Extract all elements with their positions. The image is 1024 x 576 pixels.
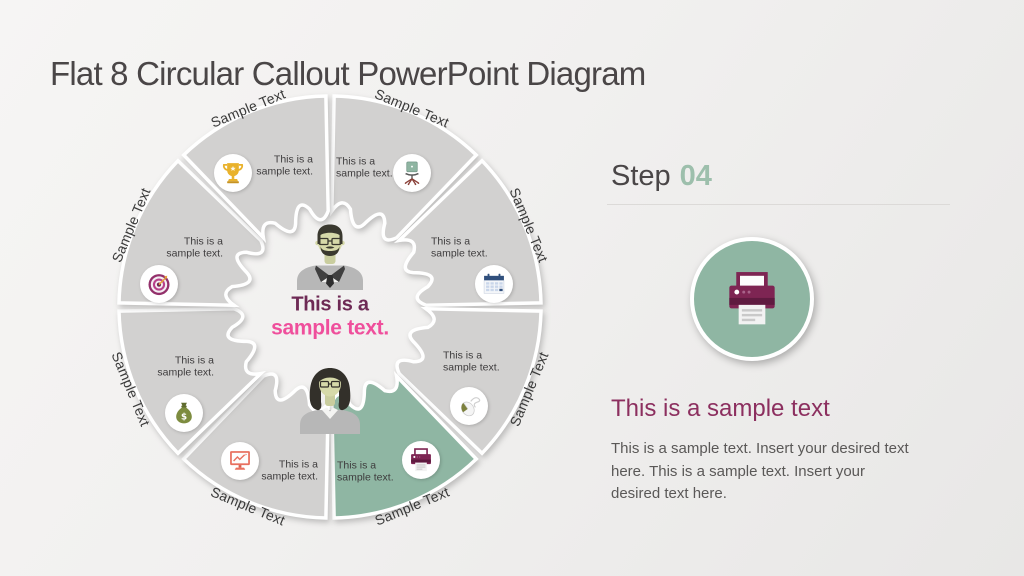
segment-ring xyxy=(117,94,543,520)
center-callout-text: This is a sample text. xyxy=(271,294,389,341)
divider xyxy=(607,204,950,205)
woman-avatar xyxy=(300,368,360,434)
page-title: Flat 8 Circular Callout PowerPoint Diagr… xyxy=(50,55,646,93)
segment-icons xyxy=(140,154,513,480)
chair-icon-circle xyxy=(393,154,431,192)
step-label: Step xyxy=(611,160,671,192)
step-number: 04 xyxy=(679,160,712,192)
segment-moneybag xyxy=(117,307,267,456)
segment-monitor xyxy=(181,372,331,520)
calendar-icon xyxy=(483,273,505,294)
segment-mouse xyxy=(395,306,543,456)
segment-trophy xyxy=(181,94,330,244)
center-line2: sample text. xyxy=(271,316,389,340)
panel-heading: This is a sample text xyxy=(611,395,830,422)
target-icon xyxy=(147,273,171,296)
man-avatar xyxy=(297,224,363,290)
segment-printer xyxy=(330,370,479,520)
step-icon-badge xyxy=(690,237,814,361)
center-line1: This is a xyxy=(291,293,369,316)
panel-body: This is a sample text. Insert your desir… xyxy=(611,440,909,502)
